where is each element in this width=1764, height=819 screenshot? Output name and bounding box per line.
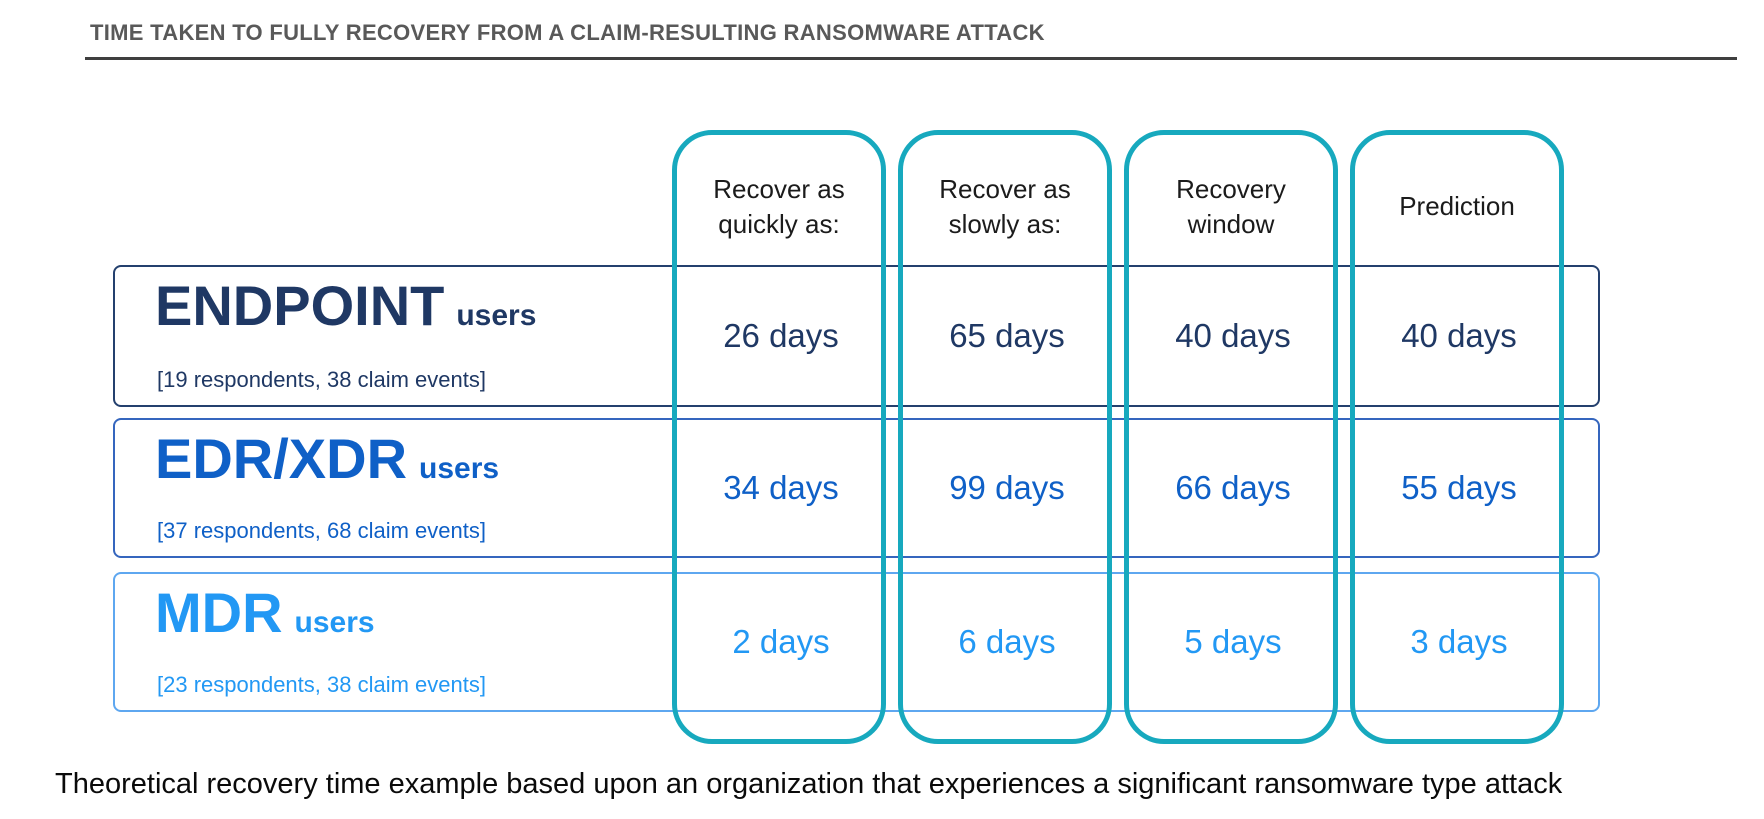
value-cell: 40 days [1175,317,1291,354]
row-group-name: ENDPOINT [155,274,445,337]
column-header: Recover as slowly as: [939,173,1071,239]
row-meta: [37 respondents, 68 claim events] [157,518,486,543]
row-meta: [19 respondents, 38 claim events] [157,367,486,392]
row-group-name: EDR/XDR [155,427,408,490]
column-pill-prediction: Prediction [1350,130,1564,744]
row-group-suffix: users [456,299,537,332]
page-title: TIME TAKEN TO FULLY RECOVERY FROM A CLAI… [90,20,1045,45]
row-title: MDR users [155,581,375,644]
value-cell: 40 days [1401,317,1517,354]
value-cell: 55 days [1401,469,1517,506]
row-group-suffix: users [294,606,375,639]
value-cell: 65 days [949,317,1065,354]
value-cell: 66 days [1175,469,1291,506]
column-pill-recover-slowly: Recover as slowly as: [898,130,1112,744]
value-cell: 34 days [723,469,839,506]
row-group-suffix: users [419,452,500,485]
row-title: EDR/XDR users [155,427,500,490]
column-header: Recover as quickly as: [713,173,845,239]
row-group-name: MDR [155,581,283,644]
column-pill-recovery-window: Recovery window [1124,130,1338,744]
title-underline [85,57,1737,60]
value-cell: 26 days [723,317,839,354]
column-header: Prediction [1399,191,1515,222]
bottom-caption: Theoretical recovery time example based … [55,768,1563,800]
column-pill-recover-quickly: Recover as quickly as: [672,130,886,744]
row-meta: [23 respondents, 38 claim events] [157,672,486,697]
value-cell: 6 days [958,623,1056,660]
column-header: Recovery window [1176,173,1286,239]
row-title: ENDPOINT users [155,274,537,337]
value-cell: 2 days [732,623,830,660]
value-cell: 5 days [1184,623,1282,660]
value-cell: 3 days [1410,623,1508,660]
value-cell: 99 days [949,469,1065,506]
